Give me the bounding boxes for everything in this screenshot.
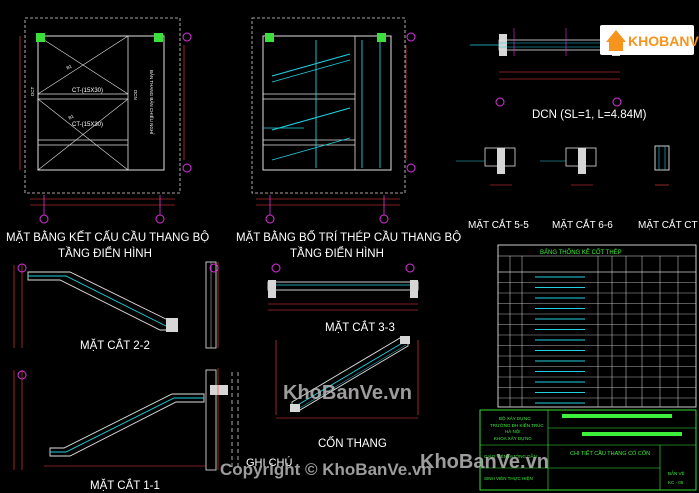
tb-drawing-title: CHI TIẾT CẦU THANG CÓ CỐN <box>570 450 650 457</box>
logo-text: KHOBANVE <box>628 33 699 49</box>
plan-label-dct: DCT <box>30 87 35 96</box>
plan-structure-title: MẶT BẰNG KẾT CẤU CẦU THANG BỘ <box>6 231 209 244</box>
rebar-schedule-table <box>497 244 697 408</box>
notes-title: GHI CHÚ <box>246 456 293 469</box>
logo-watermark: KHOBANVE <box>600 25 699 55</box>
section-ct-title: MẶT CẮT CT <box>638 218 698 231</box>
plan-rebar-view <box>251 17 416 224</box>
plan-label-b1-lower: B1 <box>68 113 76 120</box>
section-1-1-title: MẶT CẮT 1-1 <box>90 479 160 492</box>
tb-sheet-code: KC - 05 <box>668 480 684 485</box>
plan-structure-view: B1 CT-(15X30) CT-(15X30) B1 DCN DCT BẢN … <box>19 17 192 224</box>
tb-sheet-label: BẢN VẼ <box>668 470 685 476</box>
plan-rebar-title: MẶT BẰNG BỐ TRÍ THÉP CẦU THANG BỘ <box>236 230 461 244</box>
plan-structure-subtitle: TẦNG ĐIỂN HÌNH <box>58 247 152 260</box>
plan-label-ct-upper: CT-(15X30) <box>72 88 103 94</box>
section-2-2-view <box>13 261 219 349</box>
section-6-6-title: MẶT CẮT 6-6 <box>552 218 613 231</box>
tb-student-label: SINH VIÊN THỰC HIỆN <box>484 474 533 481</box>
con-thang-title: CỐN THANG <box>318 436 387 450</box>
con-thang-view <box>275 336 419 419</box>
tb-school-line2: HÀ NỘI <box>505 428 521 434</box>
section-1-1-view <box>13 368 228 471</box>
section-3-3-view <box>267 263 419 311</box>
watermark-center: KhoBanVe.vn <box>283 382 412 404</box>
plan-label-landing: BẢN THANG BẢN CHIẾU NGHỈ <box>149 70 155 135</box>
watermark-right: KhoBanVe.vn <box>420 451 549 473</box>
tb-faculty: KHOA XÂY DỰNG <box>494 435 532 441</box>
tb-ministry: BỘ XÂY DỰNG <box>499 415 531 421</box>
tb-advisor-label: GIÁO VIÊN HƯỚNG DẪN <box>484 452 537 459</box>
title-block <box>479 409 697 491</box>
plan-label-b1-upper: B1 <box>66 63 74 70</box>
plan-label-dcn: DCN <box>133 90 138 100</box>
section-2-2-title: MẶT CẮT 2-2 <box>80 339 150 352</box>
tb-school-line1: TRƯỜNG ĐH KIẾN TRÚC <box>490 422 544 428</box>
section-3-3-title: MẶT CẮT 3-3 <box>325 321 395 334</box>
section-5-5-title: MẶT CẮT 5-5 <box>468 218 529 231</box>
plan-rebar-subtitle: TẦNG ĐIỂN HÌNH <box>290 247 384 260</box>
watermark-copyright: Copyright © KhoBanVe.vn <box>220 460 432 479</box>
dcn-title: DCN (SL=1, L=4.84M) <box>532 109 647 121</box>
small-sections <box>456 145 670 186</box>
plan-label-ct-lower: CT-(15X30) <box>72 122 103 128</box>
rebar-schedule-title: BẢNG THỐNG KÊ CỐT THÉP <box>540 248 622 256</box>
